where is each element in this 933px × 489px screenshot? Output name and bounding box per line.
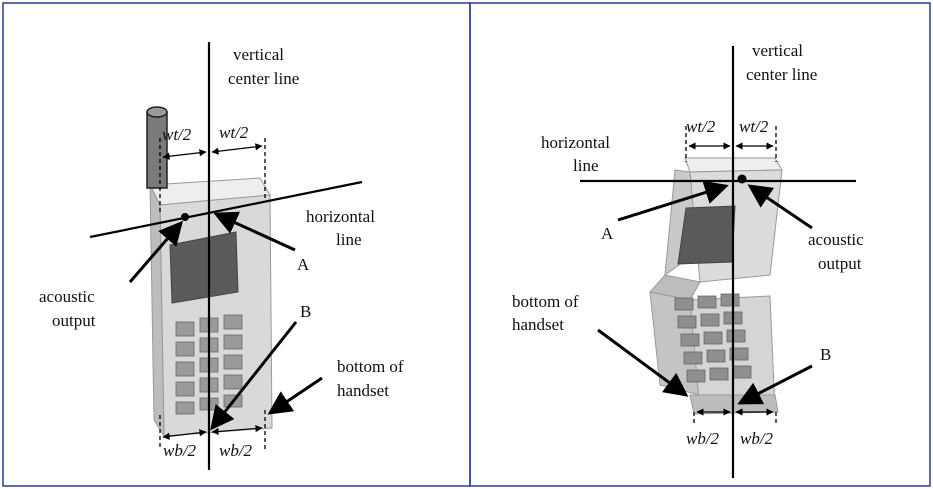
right-bottom-arrow [597,328,689,397]
right-point-b-arrow [737,364,813,405]
right-phone-keypad [674,293,752,383]
right-point-a-label: A [601,224,614,243]
left-phone [146,106,273,438]
left-acoustic-label-1: acoustic [39,287,95,306]
left-wb-half-left-label: wb/2 [163,441,197,460]
right-point-a-arrow [617,180,729,222]
left-acoustic-label-2: output [52,311,96,330]
right-bottom-label-1: bottom of [512,292,579,311]
right-vertical-center-label-2: center line [746,65,817,84]
left-point-b-arrow [210,321,298,431]
left-vertical-center-label-2: center line [228,69,299,88]
right-wb-half-left-label: wb/2 [686,429,720,448]
left-phone-keypad [175,314,243,415]
left-acoustic-output-dot [181,213,189,221]
left-horizontal-line [89,180,363,239]
right-phone-screen [677,205,736,265]
left-acoustic-output-arrow [128,220,183,283]
right-horizontal-label-1: horizontal [541,133,610,152]
left-wb-half-right-label: wb/2 [219,441,253,460]
left-horizontal-label-2: line [336,230,362,249]
right-wt-half-left-label: wt/2 [686,117,716,136]
right-acoustic-output-dot [737,174,747,184]
left-wt-dimension [162,149,207,160]
left-wb-dimension [162,429,207,440]
left-panel: vertical center line horizontal line aco… [39,42,404,470]
left-wt-half-left-label: wt/2 [162,125,192,144]
left-bottom-label-1: bottom of [337,357,404,376]
right-acoustic-label-1: acoustic [808,230,864,249]
right-point-b-label: B [820,345,831,364]
right-acoustic-label-2: output [818,254,862,273]
left-point-a-arrow [213,211,296,252]
right-wt-half-right-label: wt/2 [739,117,769,136]
left-point-b-label: B [300,302,311,321]
right-horizontal-label-2: line [573,156,599,175]
left-horizontal-label-1: horizontal [306,207,375,226]
right-phone [649,157,783,415]
left-bottom-label-2: handset [337,381,389,400]
left-phone-antenna [146,106,168,189]
left-point-a-label: A [297,255,310,274]
right-panel: vertical center line horizontal line A a… [512,41,864,478]
right-bottom-label-2: handset [512,315,564,334]
left-vertical-center-label-1: vertical [233,45,284,64]
right-panel-border [469,2,931,487]
left-wt-half-right-label: wt/2 [219,123,249,142]
left-bottom-arrow [267,376,323,415]
right-vertical-center-label-1: vertical [752,41,803,60]
right-wb-half-right-label: wb/2 [740,429,774,448]
right-acoustic-output-arrow [747,184,813,230]
left-phone-screen [169,231,239,304]
